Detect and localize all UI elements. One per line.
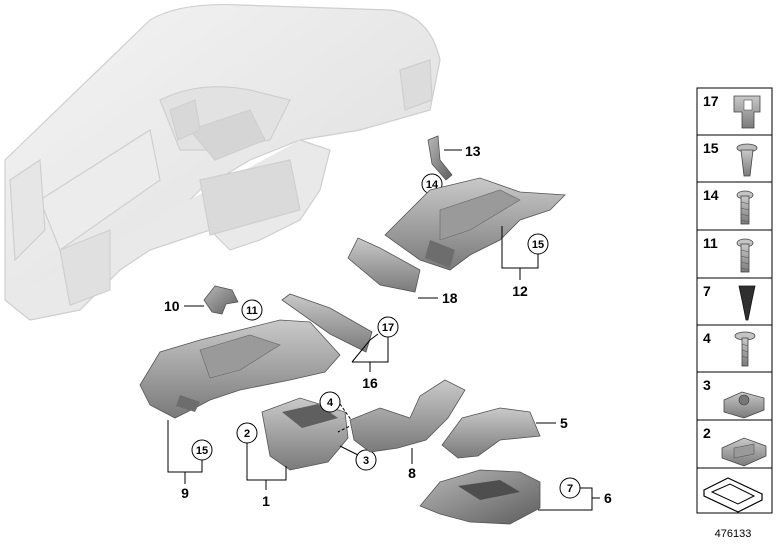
legend-num-4: 4 [703, 330, 711, 346]
washer-screw-icon [734, 331, 756, 367]
dashboard-ghost-image [4, 4, 441, 321]
part-6-column-cover [419, 469, 541, 525]
part-8-column-trim [349, 379, 466, 453]
legend-num-3: 3 [703, 377, 711, 393]
callout-circle-4 [319, 391, 341, 413]
spring-clip-icon [721, 437, 767, 467]
label-10: 10 [164, 298, 180, 314]
fastener-legend: 17 15 14 11 7 4 3 2 [696, 87, 773, 514]
nut-clip-icon [723, 391, 765, 419]
part-10-bracket [203, 285, 239, 315]
legend-num-15: 15 [703, 140, 719, 156]
label-18: 18 [442, 290, 458, 306]
part-12-panel [384, 177, 566, 271]
clip-icon [733, 95, 761, 129]
part-18-trim [347, 237, 421, 293]
legend-num-11: 11 [703, 235, 718, 251]
reference-number: 476133 [715, 528, 752, 540]
part-5-column-cover [441, 407, 541, 459]
label-17: 17 [382, 322, 394, 334]
label-16: 16 [362, 375, 378, 391]
label-9: 9 [181, 485, 189, 501]
label-15-upper: 15 [532, 239, 544, 251]
legend-num-2: 2 [703, 425, 711, 441]
label-11: 11 [246, 305, 258, 317]
callout-circle-11 [241, 299, 263, 321]
direction-symbol-icon [703, 477, 763, 513]
screw-icon-11 [736, 238, 754, 273]
label-4: 4 [327, 397, 334, 409]
label-6: 6 [604, 490, 612, 506]
part-13-bracket [427, 135, 453, 181]
label-13: 13 [465, 143, 481, 159]
label-14: 14 [426, 179, 439, 191]
legend-num-17: 17 [703, 93, 719, 109]
legend-num-14: 14 [703, 187, 719, 203]
part-16-trim [281, 293, 373, 353]
push-rivet-icon [736, 143, 758, 177]
label-8: 8 [408, 465, 416, 481]
label-1: 1 [262, 493, 270, 509]
label-15-lower: 15 [196, 445, 208, 457]
screw-icon-14 [736, 190, 754, 225]
label-3: 3 [363, 455, 369, 467]
label-5: 5 [560, 415, 568, 431]
label-7: 7 [567, 483, 573, 495]
callout-circle-3 [355, 449, 377, 471]
label-12: 12 [512, 283, 528, 299]
legend-num-7: 7 [703, 283, 711, 299]
part-9-panel [139, 319, 341, 419]
plug-icon [738, 285, 756, 321]
label-2: 2 [244, 428, 250, 440]
